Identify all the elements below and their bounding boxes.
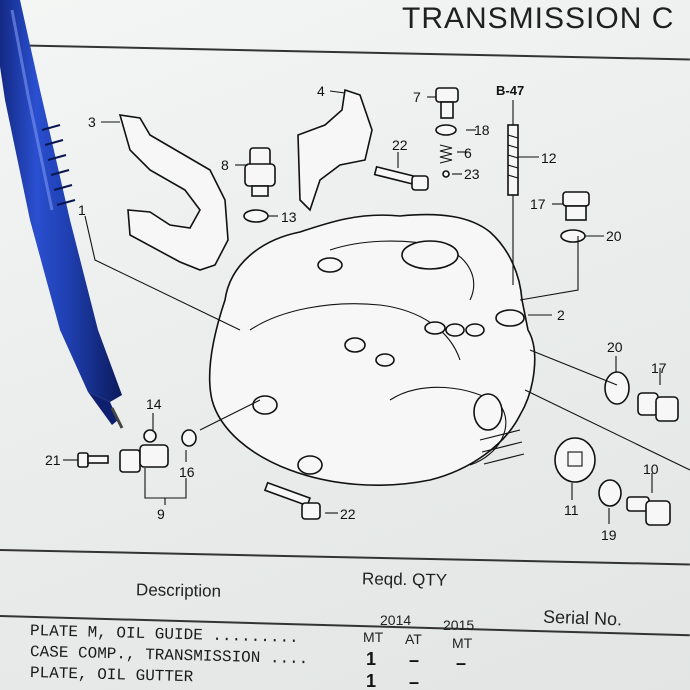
callout-8: 8 bbox=[221, 157, 229, 173]
pen-ball-tip bbox=[110, 407, 124, 429]
callout-1: 1 bbox=[78, 202, 86, 218]
washer-part-18 bbox=[435, 124, 457, 136]
bolt-part-22-bottom bbox=[263, 481, 321, 520]
o-ring-part-16 bbox=[181, 429, 197, 447]
callout-16: 16 bbox=[179, 464, 195, 480]
row2-qty-at-2014: – bbox=[409, 672, 420, 690]
washer-part-19 bbox=[598, 479, 622, 507]
transmission-exploded-diagram: 1 2 3 4 6 7 8 9 10 11 12 13 14 16 17 17 … bbox=[45, 83, 690, 543]
page-title: TRANSMISSION C bbox=[402, 2, 675, 35]
row2-qty-mt-2014: 1 bbox=[366, 671, 377, 690]
callout-20-top: 20 bbox=[606, 228, 622, 244]
pen-grip-ridges bbox=[41, 124, 76, 206]
case-port bbox=[401, 240, 459, 270]
col-mt-2014: MT bbox=[363, 629, 384, 645]
callout-4: 4 bbox=[317, 83, 325, 99]
pen-body bbox=[0, 0, 122, 402]
bolt-part-22-top bbox=[373, 165, 429, 191]
ball-part-23 bbox=[442, 170, 450, 178]
callout-11: 11 bbox=[564, 502, 579, 518]
callout-6: 6 bbox=[464, 145, 472, 161]
spring-part-6 bbox=[439, 144, 453, 164]
washer-part-20-right bbox=[604, 371, 630, 405]
bolt-part-10 bbox=[626, 496, 671, 526]
bracket-part-3 bbox=[118, 114, 229, 271]
callout-21: 21 bbox=[45, 452, 61, 468]
callout-18: 18 bbox=[474, 122, 490, 138]
callout-17-top: 17 bbox=[530, 196, 546, 212]
row1-qty-at-2014: – bbox=[409, 650, 420, 670]
year-2014: 2014 bbox=[380, 612, 412, 628]
pen-highlight bbox=[10, 9, 54, 211]
pen-tip-cone bbox=[88, 392, 118, 425]
callout-22-bottom: 22 bbox=[340, 506, 356, 522]
bracket-part-4 bbox=[297, 88, 373, 212]
callout-13: 13 bbox=[281, 209, 297, 225]
year-2015: 2015 bbox=[443, 617, 475, 633]
washer-part-14 bbox=[143, 429, 157, 443]
reference-b47: B-47 bbox=[496, 83, 524, 98]
row1-qty-mt-2015: – bbox=[456, 653, 467, 673]
callout-22-top: 22 bbox=[392, 137, 408, 153]
callout-23: 23 bbox=[464, 166, 480, 182]
col-mt-2015: MT bbox=[452, 635, 473, 651]
sensor-part-8 bbox=[244, 147, 276, 197]
callout-14: 14 bbox=[146, 396, 162, 412]
callout-7: 7 bbox=[413, 89, 421, 105]
callout-10: 10 bbox=[643, 461, 659, 477]
drain-plug-part-17-top bbox=[562, 191, 590, 221]
sensor-part-9 bbox=[119, 444, 169, 473]
callout-2: 2 bbox=[557, 307, 565, 323]
callout-17-right: 17 bbox=[651, 360, 667, 376]
callout-19: 19 bbox=[601, 527, 617, 543]
bolt-part-7 bbox=[435, 87, 459, 119]
callout-9: 9 bbox=[157, 506, 165, 522]
callout-3: 3 bbox=[88, 114, 96, 130]
callout-12: 12 bbox=[541, 150, 557, 166]
callout-20-right: 20 bbox=[607, 339, 623, 355]
row1-qty-mt-2014: 1 bbox=[366, 649, 377, 669]
transmission-case bbox=[208, 213, 536, 486]
drain-plug-part-17-right bbox=[637, 392, 679, 422]
plug-part-11 bbox=[554, 437, 596, 483]
col-at-2014: AT bbox=[405, 631, 422, 647]
